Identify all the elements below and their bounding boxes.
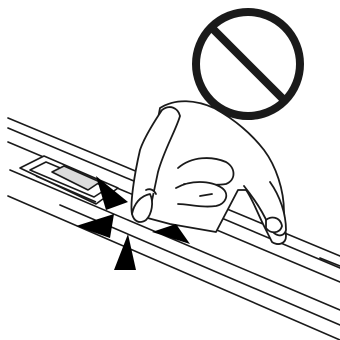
pointing-hand — [131, 101, 286, 244]
prohibition-icon — [196, 12, 300, 116]
arrow-bottom — [114, 234, 136, 270]
curled-finger-2 — [176, 182, 226, 207]
curled-finger-1 — [178, 158, 234, 185]
thumb-nail — [266, 218, 282, 233]
panel-right-end — [320, 258, 340, 266]
